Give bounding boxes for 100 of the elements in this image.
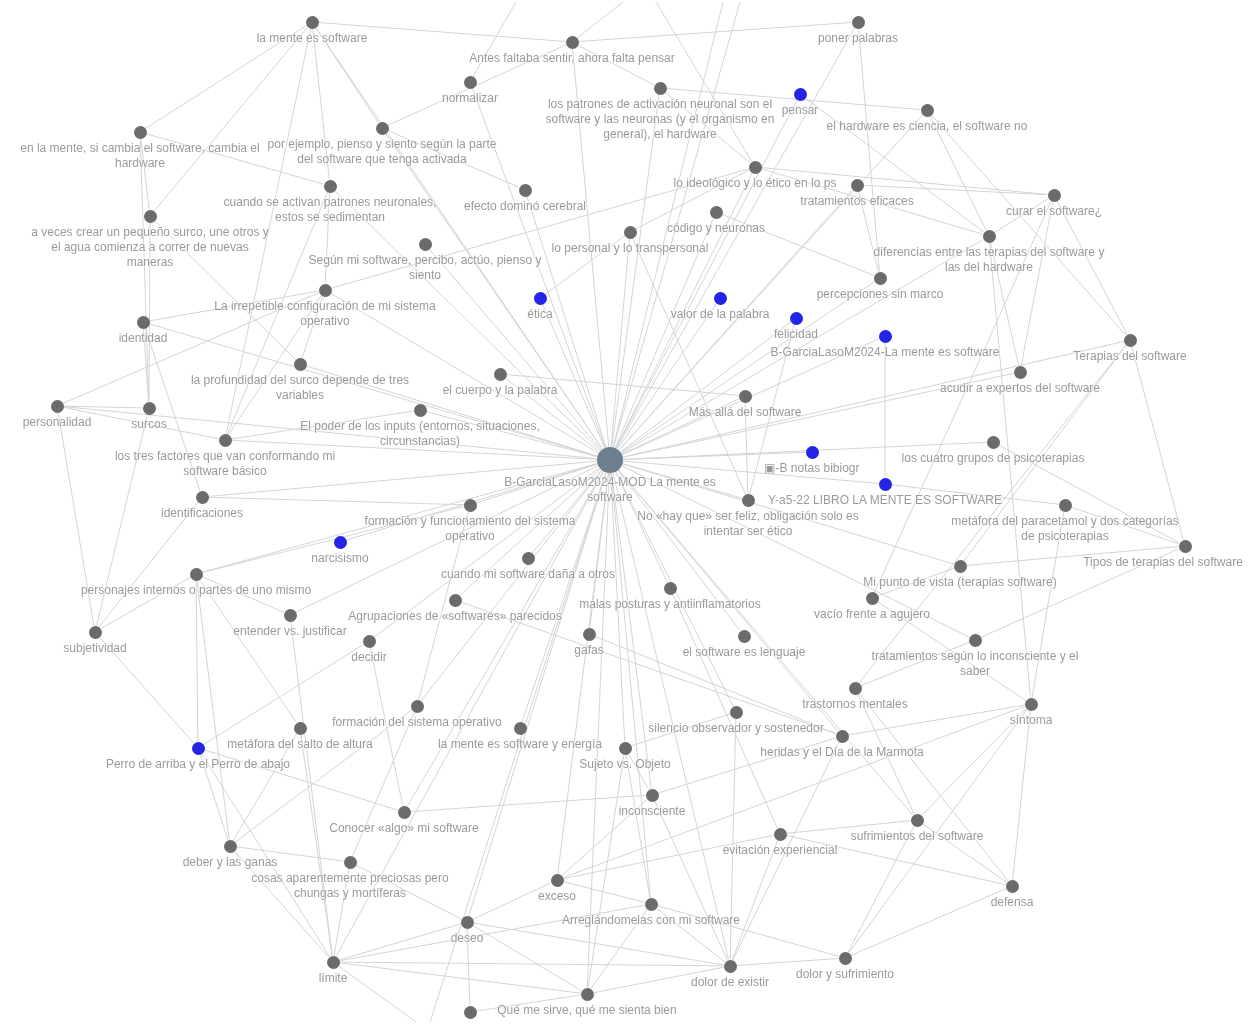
connector-line — [622, 341, 1125, 458]
connector-line — [63, 405, 143, 409]
connector-line — [611, 93, 660, 448]
connector-line — [590, 908, 648, 990]
connector-line — [472, 1, 517, 77]
connector-line — [622, 451, 806, 460]
node-label: heridas y el Día de la Marmota — [759, 744, 925, 760]
node-label: ética — [526, 306, 554, 322]
node-label: defensa — [989, 894, 1035, 910]
connector-line — [610, 472, 651, 898]
connector-line — [966, 546, 1179, 566]
connector-line — [592, 966, 725, 994]
connector-line — [847, 704, 1026, 736]
node-label: acudir a expertos del software — [938, 380, 1102, 396]
node-label: cuando se activan patrones neuronales, estos se sedimentan — [222, 194, 438, 225]
node-label: el cuerpo y la palabra — [441, 382, 559, 398]
connector-line — [622, 463, 743, 499]
connector-line — [921, 708, 1027, 816]
node-label: los patrones de activación neuronal son el software y las neuronas (y el organismo en general), el hardware — [544, 96, 776, 142]
connector-line — [562, 705, 1026, 879]
connector-line — [621, 398, 740, 455]
node-label: sufrimientos del software — [849, 828, 985, 844]
connector-line — [62, 292, 320, 404]
node-label: efecto dominó cerebral — [462, 198, 588, 214]
connector-line — [562, 881, 646, 903]
connector-line — [201, 576, 285, 613]
connector-line — [531, 469, 603, 554]
connector-line — [196, 579, 230, 841]
node-label: cosas aparentemente preciosas pero chungas y mortíferas — [250, 870, 450, 901]
connector-line — [612, 472, 729, 961]
connector-line — [428, 248, 602, 451]
connector-line — [230, 410, 415, 440]
connector-line — [506, 374, 739, 396]
node-label: los tres factores que van conformando mi software básico — [113, 448, 337, 479]
node-label: normalizar — [441, 90, 499, 106]
connector-line — [145, 25, 307, 129]
connector-line — [203, 749, 399, 811]
connector-line — [355, 864, 462, 920]
connector-line — [338, 923, 462, 961]
node-label: La irrepetible configuración de mi sistema operativo — [213, 298, 437, 329]
connector-line — [672, 593, 778, 829]
node-label: en la mente, si cambia el software, cambia el hardware — [19, 140, 261, 171]
connector-line — [731, 839, 779, 961]
connector-line — [153, 26, 309, 212]
node-label: dolor de existir — [689, 974, 770, 990]
connector-line — [877, 567, 955, 597]
node-label: personajes internos o partes de uno mismo — [79, 582, 313, 598]
connector-line — [232, 733, 298, 841]
connector-line — [619, 321, 792, 453]
connector-line — [891, 484, 1059, 505]
node-label: cuando mi software daña a otros — [439, 566, 617, 582]
connector-line — [544, 235, 626, 295]
connector-line — [312, 28, 330, 180]
connector-line — [617, 469, 741, 632]
connector-line — [315, 26, 604, 450]
node-label: entender vs. justificar — [232, 623, 348, 639]
node-label: surcos — [130, 416, 168, 432]
node-label: a veces crear un pequeño surco, une otros y el agua comienza a correr de nuevas maneras — [30, 224, 270, 270]
connector-line — [425, 411, 598, 458]
node-label: por ejemplo, pienso y siento según la parte del software que tenga activada — [266, 136, 498, 167]
connector-line — [921, 823, 1008, 883]
connector-line — [148, 290, 320, 322]
connector-line — [1070, 506, 1180, 545]
connector-line — [1020, 200, 1054, 367]
node-label: la mente es software — [255, 30, 369, 46]
connector-line — [577, 44, 655, 86]
connector-line — [615, 172, 753, 449]
connector-line — [721, 213, 875, 277]
node-label: formación del sistema operativo — [331, 714, 503, 730]
connector-line — [145, 133, 325, 185]
node-label: Perro de arriba y el Perro de abajo — [104, 756, 292, 772]
connector-line — [1056, 200, 1128, 335]
connector-line — [616, 302, 717, 450]
node-label: exceso — [537, 888, 577, 904]
connector-line — [1012, 710, 1031, 880]
node-label: síntoma — [1008, 712, 1054, 728]
node-label: No «hay que» ser feliz, obligación solo es intentar ser ético — [636, 508, 860, 539]
node-label: evitación experiencial — [721, 842, 839, 858]
connector-line — [736, 958, 839, 966]
node-label: identidad — [117, 330, 169, 346]
connector-line — [231, 439, 598, 460]
connector-line — [666, 88, 921, 110]
node-label: poner palabras — [816, 30, 900, 46]
connector-line — [929, 115, 987, 231]
connector-line — [542, 303, 606, 449]
node-label: inconsciente — [617, 803, 687, 819]
node-label: límite — [317, 970, 349, 986]
node-label: B-GarciaLasoM2024-MOD La mente es software — [503, 475, 717, 505]
connector-line — [618, 189, 854, 451]
node-label: percepciones sin marco — [815, 286, 945, 302]
node-label: tratamientos según lo inconsciente y el saber — [870, 648, 1080, 679]
connector-line — [471, 87, 606, 449]
node-label: El poder de los inputs (entornos, situaciones, circunstancias) — [299, 418, 541, 449]
connector-line — [333, 867, 350, 957]
connector-line — [655, 907, 726, 963]
node-label: metáfora del paracetamol y dos categorías de psicoterapias — [950, 513, 1180, 544]
connector-line — [100, 576, 191, 630]
connector-line — [140, 138, 150, 210]
connector-line — [208, 496, 464, 506]
connector-line — [804, 97, 985, 233]
